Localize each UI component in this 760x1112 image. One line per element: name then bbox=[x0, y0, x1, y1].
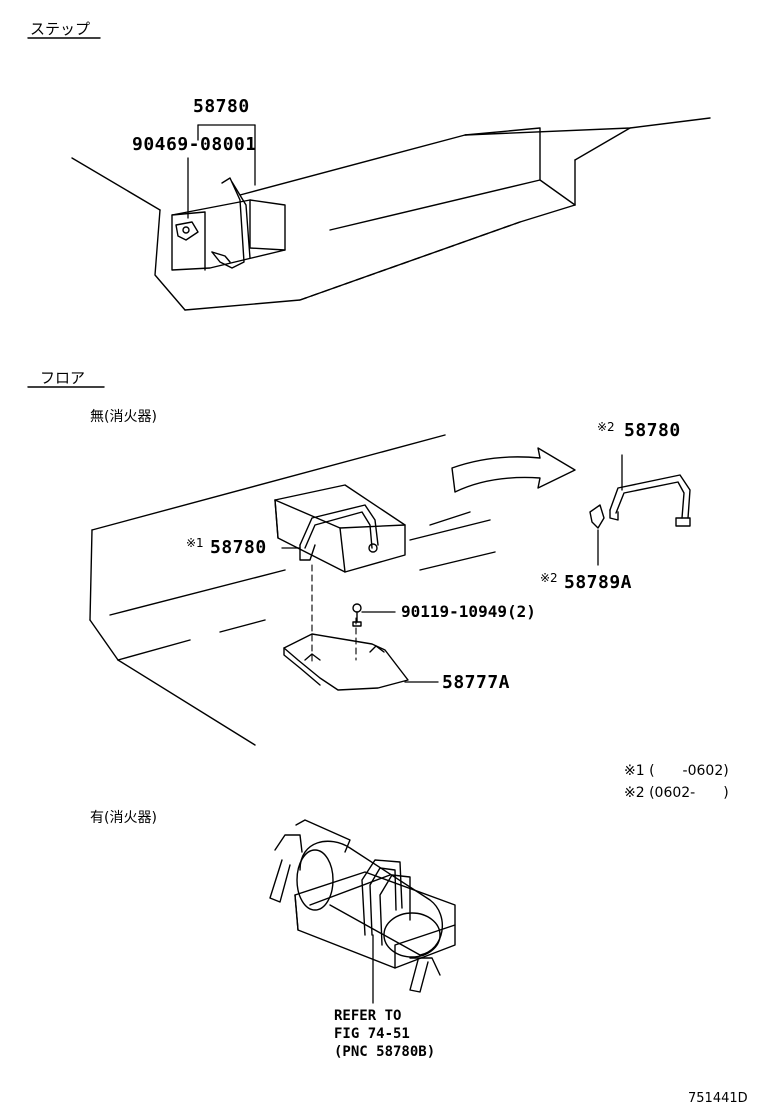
change-arrow bbox=[451, 447, 576, 493]
variant-label-without: 無(消火器) bbox=[90, 409, 157, 425]
reference-line-2[interactable]: FIG 74-51 bbox=[334, 1026, 410, 1042]
note-mark-2-58789a: ※2 bbox=[540, 571, 558, 585]
step-frame-drawing bbox=[71, 117, 711, 311]
footnote-1: ※1 ( -0602) bbox=[624, 763, 729, 779]
clip-58789a-drawing bbox=[589, 504, 605, 529]
step-leader-lines bbox=[187, 124, 256, 219]
strap-58780-new-drawing bbox=[609, 474, 691, 527]
variant-label-with: 有(消火器) bbox=[90, 810, 157, 826]
floor-frame-drawing bbox=[89, 434, 496, 746]
reference-line-3: (PNC 58780B) bbox=[334, 1044, 436, 1060]
part-number-58789a[interactable]: 58789A bbox=[564, 572, 633, 593]
note-mark-2-58780: ※2 bbox=[597, 420, 615, 434]
extinguisher-assembly-drawing bbox=[269, 819, 456, 993]
floor-leader-lines bbox=[281, 454, 623, 683]
bracket-58777a-drawing bbox=[283, 633, 409, 691]
bolt-90119-drawing bbox=[352, 603, 362, 627]
part-number-90119-10949[interactable]: 90119-10949(2) bbox=[401, 602, 536, 621]
note-mark-1-58780: ※1 bbox=[186, 536, 204, 550]
section-underlines bbox=[27, 37, 105, 388]
diagram-code: 751441D bbox=[688, 1091, 748, 1106]
part-number-90469-08001[interactable]: 90469-08001 bbox=[132, 134, 257, 155]
section-title-step: ステップ bbox=[30, 20, 91, 38]
reference-line-1: REFER TO bbox=[334, 1008, 402, 1024]
section-title-floor: フロア bbox=[40, 369, 86, 387]
part-number-58780-old[interactable]: 58780 bbox=[210, 537, 267, 558]
floor-box-drawing bbox=[274, 484, 406, 573]
floor-dashed-guides bbox=[311, 564, 357, 663]
part-number-58777a[interactable]: 58777A bbox=[442, 672, 511, 693]
part-number-58780-step[interactable]: 58780 bbox=[193, 96, 250, 117]
footnote-2: ※2 (0602- ) bbox=[624, 785, 729, 801]
part-number-58780-new[interactable]: 58780 bbox=[624, 420, 681, 441]
